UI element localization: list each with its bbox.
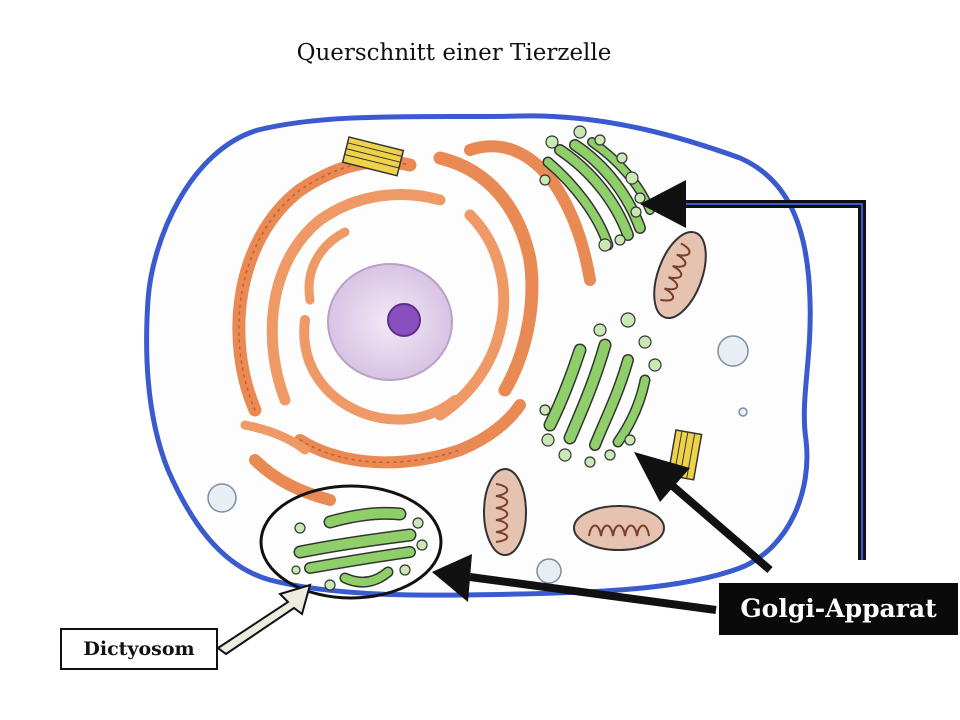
golgi-middle bbox=[543, 338, 651, 451]
golgi-arrow-top bbox=[640, 180, 866, 560]
golgi-middle-vesicles bbox=[539, 312, 662, 468]
dictyosom-label: Dictyosom bbox=[60, 628, 218, 670]
dictyosom-arrow bbox=[216, 583, 312, 656]
golgi-bottom bbox=[293, 506, 417, 588]
endoplasmic-reticulum bbox=[232, 140, 596, 506]
nucleolus bbox=[387, 303, 421, 337]
golgi-bottom-vesicles bbox=[291, 517, 428, 591]
mitochondrion-center bbox=[483, 468, 527, 556]
golgi-arrow-middle bbox=[634, 452, 773, 574]
golgi-arrow-bottom bbox=[432, 554, 717, 614]
dictyosom-highlight bbox=[259, 484, 443, 600]
mitochondrion-upper-right bbox=[653, 231, 707, 319]
golgi-top-vesicles bbox=[539, 125, 646, 252]
diagram-title: Querschnitt einer Tierzelle bbox=[296, 40, 612, 66]
golgi-apparatus-label: Golgi-Apparat bbox=[719, 583, 958, 635]
cell-membrane bbox=[144, 113, 813, 598]
mitochondrion-bottom bbox=[573, 505, 665, 551]
centriole-top bbox=[341, 136, 405, 177]
golgi-top bbox=[542, 137, 655, 251]
nucleus bbox=[327, 263, 453, 381]
vesicles bbox=[207, 335, 749, 584]
